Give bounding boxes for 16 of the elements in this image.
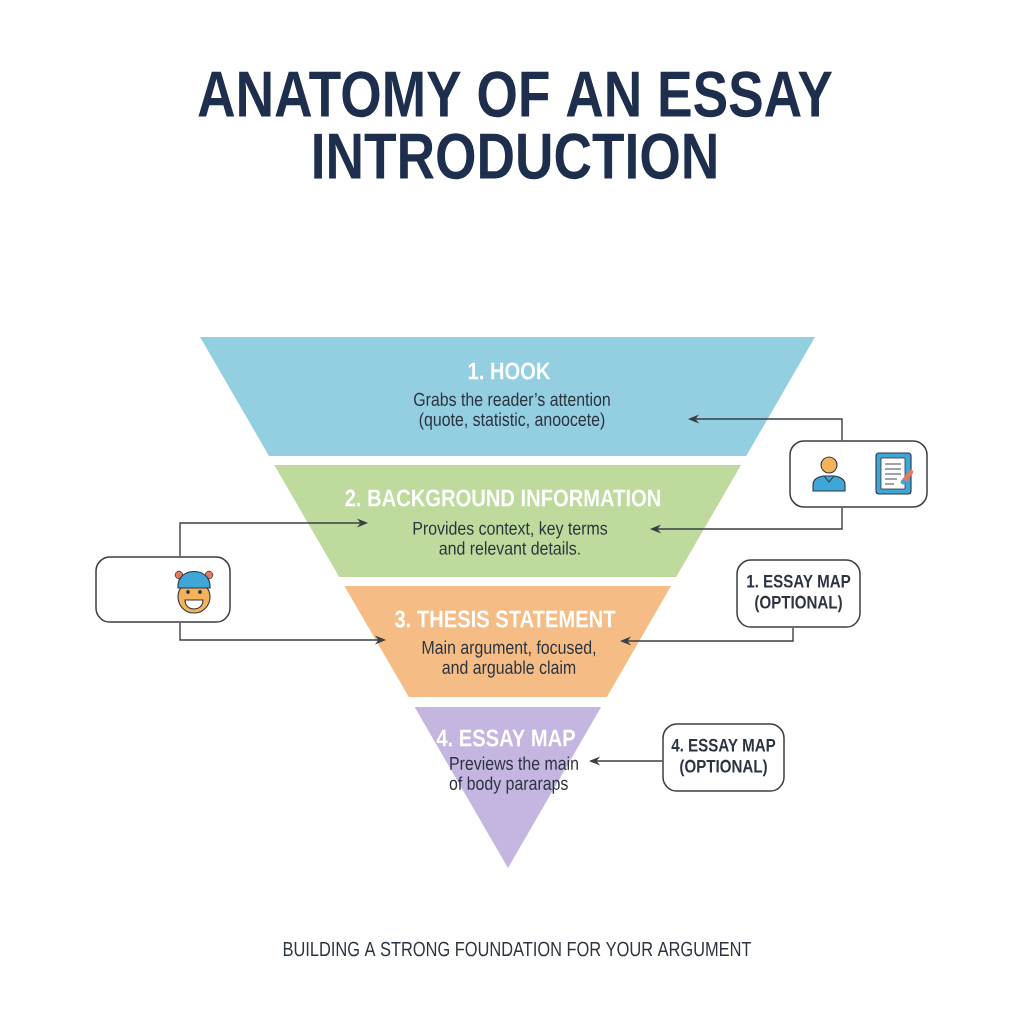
band-heading: 4. ESSAY MAP xyxy=(436,729,575,747)
callout-box: 4. ESSAY MAP (OPTIONAL) xyxy=(662,723,785,792)
title: ANATOMY OF AN ESSAY INTRODUCTION xyxy=(198,71,833,180)
funnel-band xyxy=(274,465,741,577)
caption: BUILDING A STRONG FOUNDATION FOR YOUR ARGUMENT xyxy=(283,941,752,957)
band-description: Previews the main of body pararaps xyxy=(449,756,578,794)
funnel-band xyxy=(414,707,602,868)
band-heading: 3. THESIS STATEMENT xyxy=(394,610,616,628)
band-heading: 1. HOOK xyxy=(468,362,551,380)
band-description: Grabs the reader’s attention (quote, statistic, anoocete) xyxy=(414,392,610,430)
funnel-band xyxy=(200,337,815,456)
band-description: Main argument, focused, and arguable claim xyxy=(422,640,596,678)
funnel-band xyxy=(344,586,671,697)
band-description: Provides context, key terms and relevant details. xyxy=(413,521,608,555)
callout-box: 1. ESSAY MAP (OPTIONAL) xyxy=(736,559,861,628)
band-heading: 2. BACKGROUND INFORMATION xyxy=(345,489,660,507)
